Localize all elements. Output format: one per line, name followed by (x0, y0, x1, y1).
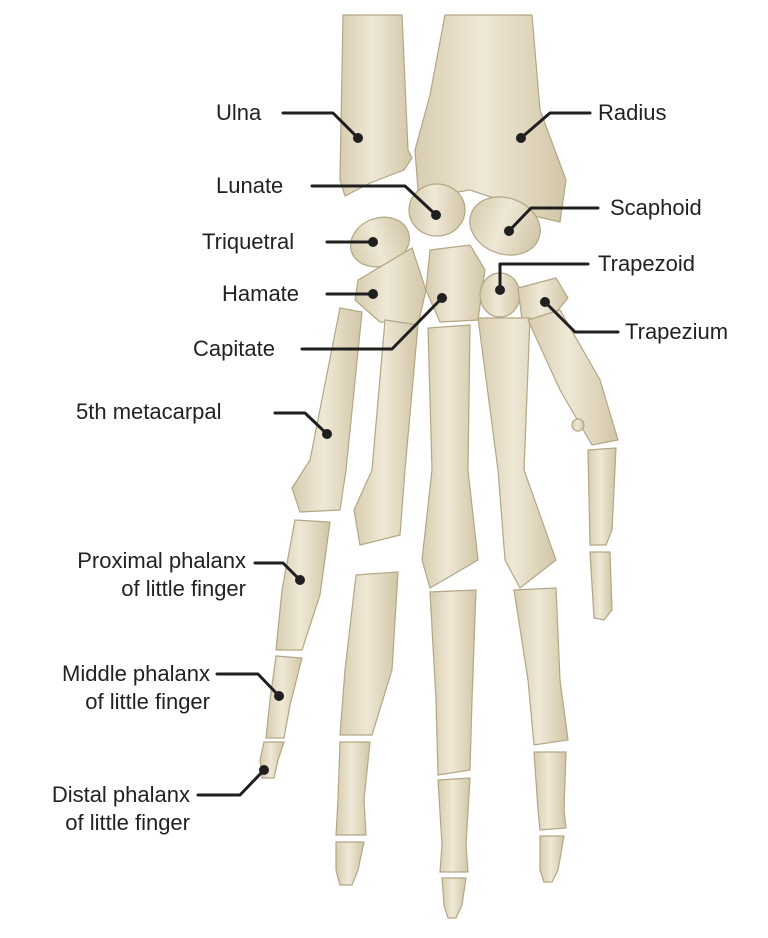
label-hamate: Hamate (222, 281, 300, 306)
lunate-leader (310, 184, 438, 217)
middle-phalanx-bone (265, 655, 303, 739)
capitate-leader (300, 296, 444, 351)
radius-leader (519, 111, 592, 140)
label-capitate: Capitate (193, 336, 275, 361)
middle-phalanx-leader (215, 672, 281, 698)
label-middle-phalanx: Middle phalanx of little finger (62, 661, 210, 714)
proximal-phalanx-bone (275, 519, 331, 651)
label-ulna: Ulna (216, 100, 262, 125)
label-lunate: Lunate (216, 173, 284, 198)
first-metacarpal-bone (527, 309, 619, 446)
ulna-leader (281, 111, 360, 140)
label-radius: Radius (598, 100, 667, 125)
scaphoid-leader (507, 206, 600, 233)
lunate-bone (408, 183, 466, 237)
scaphoid-bone (469, 196, 541, 256)
trapezoid-leader (498, 262, 590, 292)
distal-phalanx-leader (196, 768, 266, 797)
label-distal-phalanx: Distal phalanx of little finger (51, 782, 190, 835)
fifth-metacarpal-leader (273, 411, 329, 436)
label-scaphoid: Scaphoid (610, 195, 702, 220)
label-proximal-phalanx: Proximal phalanx of little finger (77, 548, 246, 601)
fifth-metacarpal-bone (291, 307, 363, 513)
proximal-phalanx-leader (253, 561, 302, 582)
label-triquetral: Triquetral (202, 229, 295, 254)
trapezium-leader (543, 300, 620, 334)
label-fifth-metacarpal: 5th metacarpal (76, 399, 222, 424)
label-trapezium: Trapezium (625, 319, 729, 344)
label-trapezoid: Trapezoid (598, 251, 696, 276)
